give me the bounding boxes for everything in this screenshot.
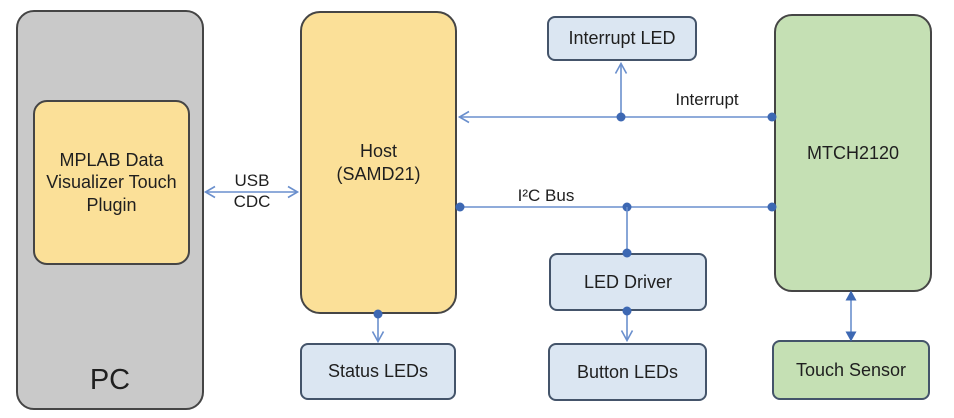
host-box: Host (SAMD21) bbox=[300, 11, 457, 314]
mplab-plugin-box: MPLAB Data Visualizer Touch Plugin bbox=[33, 100, 190, 265]
pc-label: PC bbox=[89, 363, 131, 396]
i2c-bus-label: I²C Bus bbox=[517, 186, 575, 205]
mplab-plugin-label: MPLAB Data Visualizer Touch Plugin bbox=[46, 149, 177, 215]
host-label-line1: Host bbox=[359, 141, 397, 161]
usb-cdc-label-line1: USB bbox=[234, 171, 270, 190]
touch-sensor-label: Touch Sensor bbox=[795, 359, 907, 380]
i2c-junction-dot bbox=[622, 202, 632, 212]
button-leds-arrow-down-icon bbox=[620, 330, 634, 343]
touch-sensor-box: Touch Sensor bbox=[772, 340, 930, 400]
usb-arrow-right-icon bbox=[287, 185, 300, 199]
usb-cdc-label: USB CDC bbox=[215, 170, 289, 212]
interrupt-led-label: Interrupt LED bbox=[568, 28, 676, 49]
status-leds-label: Status LEDs bbox=[327, 361, 429, 382]
interrupt-arrow-into-host-icon bbox=[457, 110, 470, 124]
led-driver-box: LED Driver bbox=[549, 253, 707, 311]
touch-sensor-arrow-up-icon bbox=[845, 290, 857, 301]
mtch2120-label: MTCH2120 bbox=[806, 142, 900, 163]
usb-arrow-left-icon bbox=[203, 185, 216, 199]
led-driver-label: LED Driver bbox=[583, 271, 672, 292]
status-leds-box: Status LEDs bbox=[300, 343, 456, 400]
mtch2120-box: MTCH2120 bbox=[774, 14, 932, 292]
status-leds-arrow-down-icon bbox=[371, 331, 385, 344]
interrupt-led-box: Interrupt LED bbox=[547, 16, 697, 61]
usb-cdc-label-line2: CDC bbox=[233, 192, 271, 211]
button-leds-label: Button LEDs bbox=[576, 361, 679, 382]
interrupt-label: Interrupt bbox=[675, 90, 739, 109]
host-label-line2: (SAMD21) bbox=[336, 163, 421, 184]
interrupt-led-arrow-up-icon bbox=[614, 61, 628, 74]
interrupt-junction-dot bbox=[616, 112, 626, 122]
button-leds-box: Button LEDs bbox=[548, 343, 707, 401]
host-label: Host (SAMD21) bbox=[336, 140, 420, 185]
